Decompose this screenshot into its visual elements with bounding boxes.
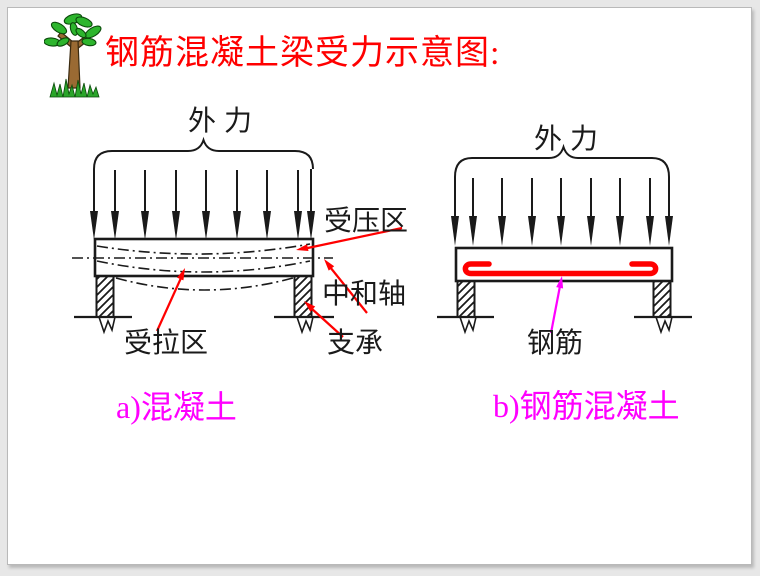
annotation-arrows-a bbox=[155, 226, 403, 338]
load-arrows-b bbox=[451, 177, 673, 246]
deflection-curve-below bbox=[115, 277, 294, 291]
diagram-b-linework bbox=[437, 143, 692, 335]
break-mark-a-left bbox=[98, 316, 116, 335]
break-mark-a-right bbox=[296, 316, 314, 335]
tree-icon bbox=[44, 13, 102, 98]
support-b-left bbox=[456, 280, 476, 318]
break-mark-b-left bbox=[459, 316, 477, 335]
external-force-label-b: 外力 bbox=[534, 124, 607, 155]
load-arrows-a bbox=[90, 169, 315, 240]
diagram-a-linework bbox=[72, 136, 403, 338]
caption-a: a)混凝土 bbox=[116, 389, 237, 425]
support-label: 支承 bbox=[327, 328, 384, 359]
brace-b bbox=[454, 143, 670, 178]
break-mark-b-right bbox=[655, 316, 673, 335]
tension-zone-label: 受拉区 bbox=[124, 328, 209, 359]
slide-page bbox=[7, 7, 752, 565]
neutral-axis-label: 中和轴 bbox=[322, 279, 407, 310]
tension-curve bbox=[96, 260, 311, 273]
compression-zone-label: 受压区 bbox=[324, 206, 409, 237]
annotation-arrow-rebar bbox=[549, 276, 564, 334]
support-b-right bbox=[652, 280, 672, 318]
caption-b: b)钢筋混凝土 bbox=[493, 388, 680, 424]
support-a-right bbox=[293, 275, 313, 318]
support-a-left bbox=[95, 275, 115, 318]
rebar-bar bbox=[462, 261, 659, 277]
page-title: 钢筋混凝土梁受力示意图: bbox=[105, 35, 501, 72]
external-force-label-a: 外力 bbox=[188, 106, 261, 137]
brace-a bbox=[93, 136, 314, 170]
compression-curve bbox=[96, 243, 311, 255]
rebar-label: 钢筋 bbox=[527, 328, 584, 359]
